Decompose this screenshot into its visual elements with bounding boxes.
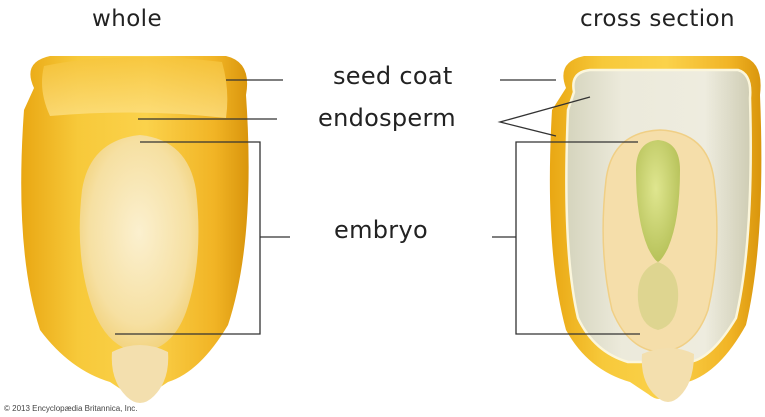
cross-section-kernel bbox=[550, 56, 762, 402]
embryo-label: embryo bbox=[334, 216, 428, 244]
whole-embryo bbox=[80, 135, 199, 352]
endosperm-label: endosperm bbox=[318, 104, 456, 132]
cross-section-heading: cross section bbox=[580, 6, 735, 32]
copyright-credit: © 2013 Encyclopædia Britannica, Inc. bbox=[4, 404, 138, 413]
whole-heading: whole bbox=[92, 6, 162, 32]
whole-tip-cap bbox=[112, 345, 168, 403]
whole-kernel-crown bbox=[42, 57, 227, 118]
whole-kernel bbox=[21, 56, 248, 403]
seed-coat-label: seed coat bbox=[333, 62, 453, 90]
